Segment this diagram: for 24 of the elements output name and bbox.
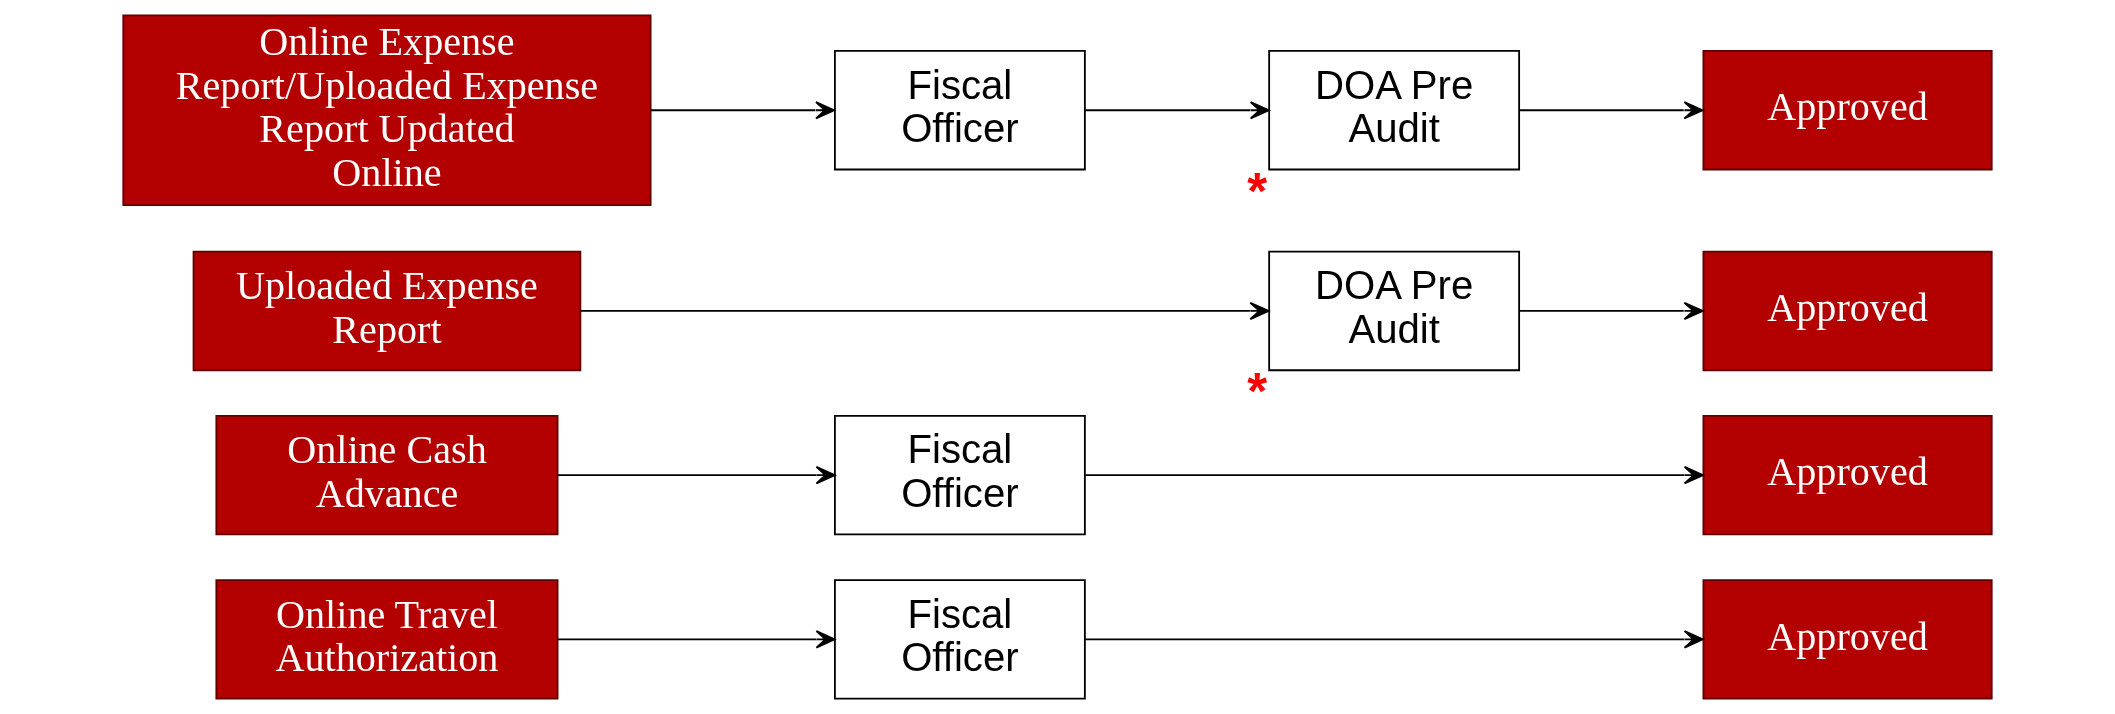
- arrow: [1518, 301, 1704, 321]
- node-box: DOA Pre Audit: [1268, 250, 1521, 372]
- node-box: Online Travel Authorization: [215, 579, 559, 700]
- node-box: Uploaded Expense Report: [192, 250, 582, 372]
- node-box: Online Cash Advance: [215, 414, 559, 536]
- arrow: [1084, 630, 1704, 649]
- node-box: Approved: [1702, 250, 1993, 372]
- arrow: [1518, 101, 1704, 120]
- arrow: [650, 101, 836, 120]
- arrow: [1084, 466, 1704, 485]
- node-box: Fiscal Officer: [834, 579, 1086, 700]
- node-box: Approved: [1702, 579, 1993, 700]
- node-label: *: [1247, 162, 1268, 220]
- arrow: [579, 301, 1270, 321]
- node-box: Fiscal Officer: [834, 414, 1086, 536]
- node-box: Approved: [1702, 50, 1993, 171]
- node-label: *: [1247, 363, 1268, 421]
- node-box: Online Expense Report/Uploaded Expense Report Updated Online: [122, 14, 652, 206]
- arrow: [1084, 101, 1270, 120]
- arrow: [557, 630, 836, 649]
- node-box: DOA Pre Audit: [1268, 50, 1521, 171]
- node-box: Approved: [1702, 414, 1993, 536]
- node-box: Fiscal Officer: [834, 50, 1086, 171]
- arrow: [557, 466, 836, 485]
